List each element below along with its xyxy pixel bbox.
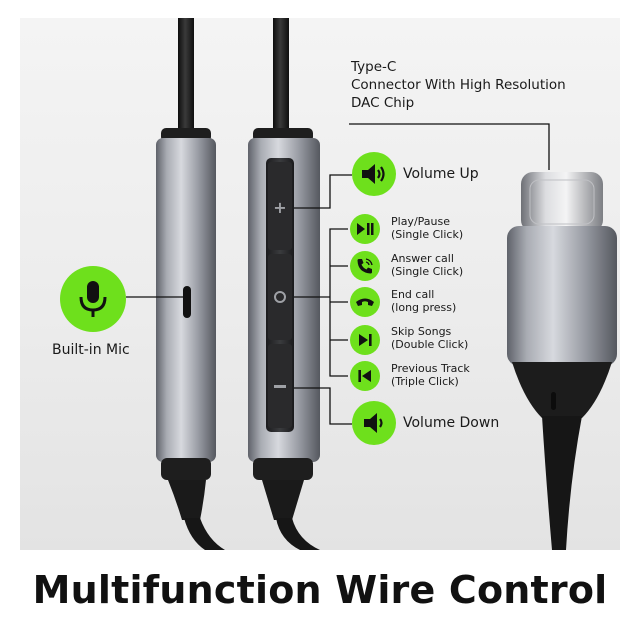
left-cable-bottom [184,518,225,550]
answer-call-label: Answer call (Single Click) [391,252,463,278]
answer-call-label-line-2: (Single Click) [391,265,464,278]
control-housing: + [248,128,320,520]
play-pause-label: Play/Pause (Single Click) [391,215,463,241]
right-cable-top [273,18,289,130]
type-c-plug [507,172,617,550]
end-call-label: End call (long press) [391,288,456,314]
plus-symbol: + [273,198,286,217]
phone-answer-icon [357,258,373,274]
mic-icon-badge [60,266,126,332]
button-multifunction [268,254,292,340]
skip-previous-icon [358,370,371,382]
play-pause-label-line-2: (Single Click) [391,228,464,241]
volume-down-leader-line [294,387,352,425]
skip-songs-label-line-1: Skip Songs [391,325,452,338]
previous-track-label-line-2: (Triple Click) [391,375,459,388]
volume-up-icon [362,164,385,184]
volume-down-badge [352,401,396,445]
headline: Multifunction Wire Control [32,568,608,612]
microphone-icon [79,281,107,317]
play-pause-badge [350,214,380,244]
phone-end-icon [356,298,374,306]
minus-symbol [274,385,286,388]
button-volume-up [268,162,292,250]
skip-songs-label: Skip Songs (Double Click) [391,325,468,351]
volume-up-label: Volume Up [403,166,479,182]
skip-next-icon [359,334,372,346]
center-button-dot [274,291,286,303]
skip-songs-label-line-2: (Double Click) [391,338,469,351]
connector-label-line-2: Connector With High Resolution [351,77,566,93]
right-cable-bottom [276,518,320,550]
mic-housing [156,128,216,520]
end-call-label-line-2: (long press) [391,301,457,314]
previous-track-badge [350,361,380,391]
mic-hole [183,286,191,318]
play-pause-icon [357,223,374,235]
volume-down-label: Volume Down [403,415,500,431]
previous-track-label: Previous Track (Triple Click) [391,362,470,388]
end-call-label-line-1: End call [391,288,435,301]
answer-call-label-line-1: Answer call [391,252,454,265]
answer-call-badge [350,251,380,281]
volume-up-leader-line [294,174,352,209]
previous-track-label-line-1: Previous Track [391,362,470,375]
connector-label: Type-C Connector With High Resolution DA… [351,58,566,112]
multifunction-bracket-line [294,228,348,377]
play-pause-label-line-1: Play/Pause [391,215,450,228]
connector-label-line-1: Type-C [351,59,397,75]
mic-label: Built-in Mic [52,342,130,358]
connector-label-line-3: DAC Chip [351,95,415,111]
skip-songs-badge [350,325,380,355]
left-cable-top [178,18,194,130]
connector-leader-line [349,123,550,170]
end-call-badge [350,287,380,317]
volume-up-badge [352,152,396,196]
leader-lines [126,123,550,425]
volume-down-icon [364,413,383,433]
